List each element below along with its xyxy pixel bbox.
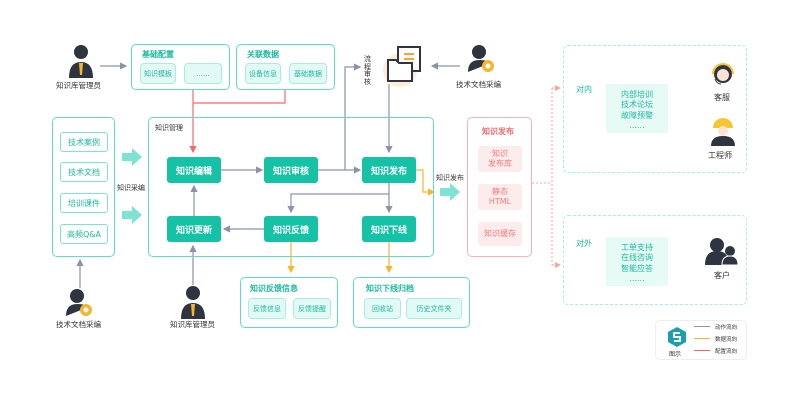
step-edit[interactable]: 知识编辑 <box>167 157 221 183</box>
admin-icon <box>180 285 206 325</box>
list-item: 内部培训 <box>621 90 653 99</box>
step-review[interactable]: 知识审核 <box>264 157 318 183</box>
feedback-panel: 知识反馈信息 反馈信息 反馈提醒 <box>240 277 338 328</box>
legend: 图示 动作流向 数据流向 配置流向 <box>655 320 747 360</box>
list-item: 在线咨询 <box>621 253 653 263</box>
chip-more[interactable]: ...... <box>184 63 222 84</box>
source-training[interactable]: 培训课件 <box>60 193 108 213</box>
folder-icon <box>378 44 434 92</box>
collect-label: 知识采编 <box>117 184 145 192</box>
related-data-panel: 关联数据 设备信息 基础数据 <box>236 44 335 90</box>
list-item: ...... <box>629 121 645 131</box>
writer-icon <box>468 44 496 78</box>
external-list: 工单支持在线咨询智能应答...... <box>606 237 668 286</box>
base-config-panel: 基础配置 知识模板 ...... <box>131 44 230 90</box>
legend-label: 动作流向 <box>715 325 738 331</box>
step-update[interactable]: 知识更新 <box>167 216 221 242</box>
offline-panel: 知识下线归档 回收站 历史文件夹 <box>353 277 470 328</box>
list-item: 工单支持 <box>621 243 653 252</box>
source-tech-case[interactable]: 技术案例 <box>60 132 108 152</box>
publish-cache[interactable]: 知识缓存 <box>478 222 522 246</box>
admin-icon <box>68 44 94 84</box>
publish-arrow-label: 知识发布 <box>436 174 464 182</box>
chip-feedback-reminder[interactable]: 反馈提醒 <box>293 298 331 319</box>
chip-template[interactable]: 知识模板 <box>140 63 176 84</box>
legend-title: 图示 <box>669 351 682 358</box>
panel-title: 知识管理 <box>155 124 183 132</box>
step-feedback[interactable]: 知识反馈 <box>264 216 318 242</box>
publish-library[interactable]: 知识 发布库 <box>478 146 522 172</box>
writer-label: 技术文档采编 <box>56 320 101 329</box>
service-label: 客服 <box>714 93 730 102</box>
admin-label: 知识库管理员 <box>56 81 101 90</box>
source-tech-doc[interactable]: 技术文档 <box>60 162 108 182</box>
logo-icon <box>668 327 686 347</box>
customer-icon <box>705 237 739 271</box>
chip-feedback-info[interactable]: 反馈信息 <box>248 298 286 319</box>
chip-history-folder[interactable]: 历史文件夹 <box>406 298 462 319</box>
legend-label: 数据流向 <box>715 337 738 343</box>
engineer-label: 工程师 <box>708 151 732 160</box>
process-review-label: 流程审核 <box>364 55 371 87</box>
legend-line-action <box>694 326 710 327</box>
writer-label: 技术文档采编 <box>456 80 501 89</box>
chip-device-info[interactable]: 设备信息 <box>245 63 281 84</box>
internal-list: 内部培训技术论坛故障预警...... <box>606 84 668 133</box>
customer-service-icon <box>709 61 737 93</box>
panel-title: 关联数据 <box>247 50 279 59</box>
step-offline[interactable]: 知识下线 <box>362 216 416 242</box>
step-publish[interactable]: 知识发布 <box>362 157 416 183</box>
panel-title: 基础配置 <box>142 50 174 59</box>
panel-title: 对内 <box>576 85 592 94</box>
publish-static-html[interactable]: 静态 HTML <box>478 184 522 210</box>
source-faq[interactable]: 高频Q&A <box>60 224 108 244</box>
panel-title: 知识下线归档 <box>366 284 414 293</box>
engineer-icon <box>709 116 737 150</box>
legend-line-config <box>694 350 710 351</box>
panel-title: 对外 <box>576 239 592 248</box>
legend-line-data <box>694 338 710 339</box>
panel-title: 知识反馈信息 <box>250 284 298 293</box>
writer-icon <box>66 288 94 322</box>
list-item: 技术论坛 <box>621 100 653 110</box>
management-panel: 知识管理 <box>148 117 434 257</box>
chip-recycle-bin[interactable]: 回收站 <box>364 298 401 319</box>
customer-label: 客户 <box>714 271 730 280</box>
list-item: 故障预警 <box>621 110 653 120</box>
list-item: ...... <box>629 274 645 284</box>
chip-base-data[interactable]: 基础数据 <box>289 63 327 84</box>
panel-title: 知识发布 <box>482 127 514 136</box>
list-item: 智能应答 <box>621 263 653 273</box>
legend-label: 配置流向 <box>715 349 738 355</box>
admin-label: 知识库管理员 <box>170 320 215 329</box>
